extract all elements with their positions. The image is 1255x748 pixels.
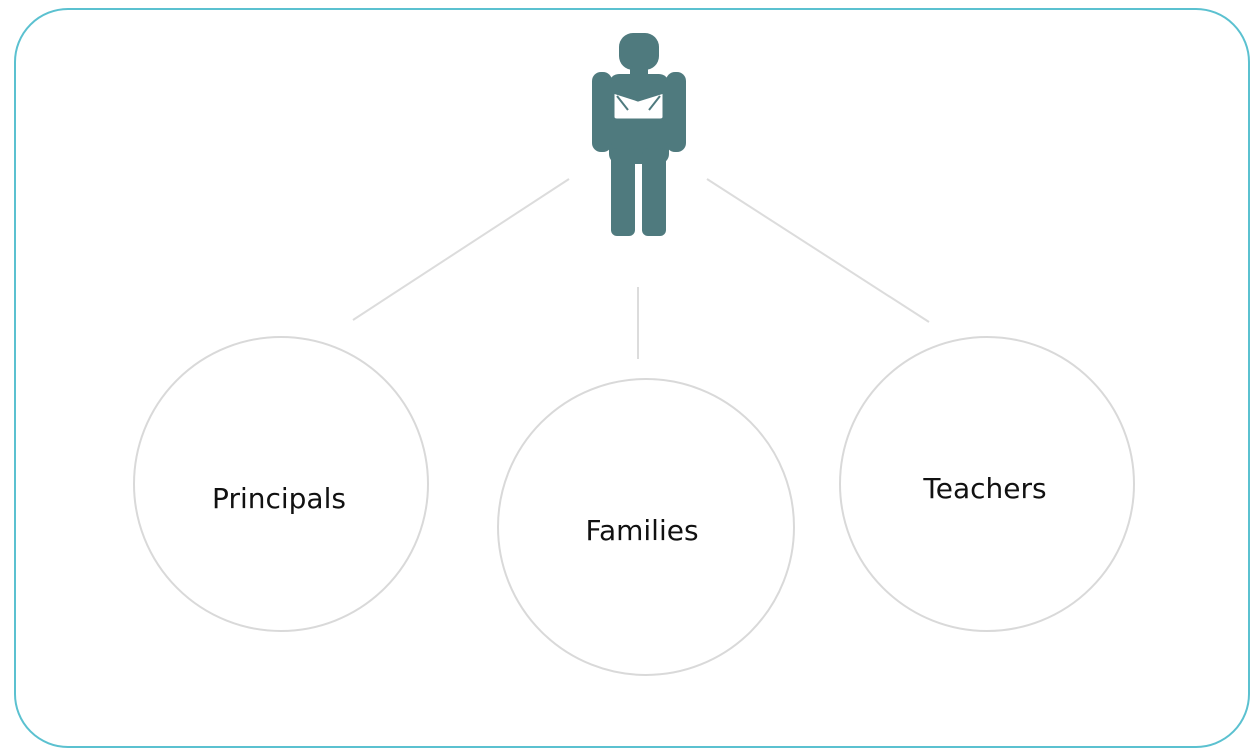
node-label-teachers: Teachers	[922, 472, 1046, 505]
node-label-principals: Principals	[212, 482, 346, 515]
student-with-backpack-icon	[592, 33, 686, 236]
node-label-families: Families	[585, 514, 698, 547]
node-teachers: Teachers	[839, 336, 1135, 632]
node-principals: Principals	[133, 336, 429, 632]
connector-teachers	[706, 178, 930, 323]
relationship-diagram: Principals Families Teachers	[133, 33, 1135, 676]
node-families: Families	[497, 378, 795, 676]
connector-principals	[352, 178, 570, 321]
